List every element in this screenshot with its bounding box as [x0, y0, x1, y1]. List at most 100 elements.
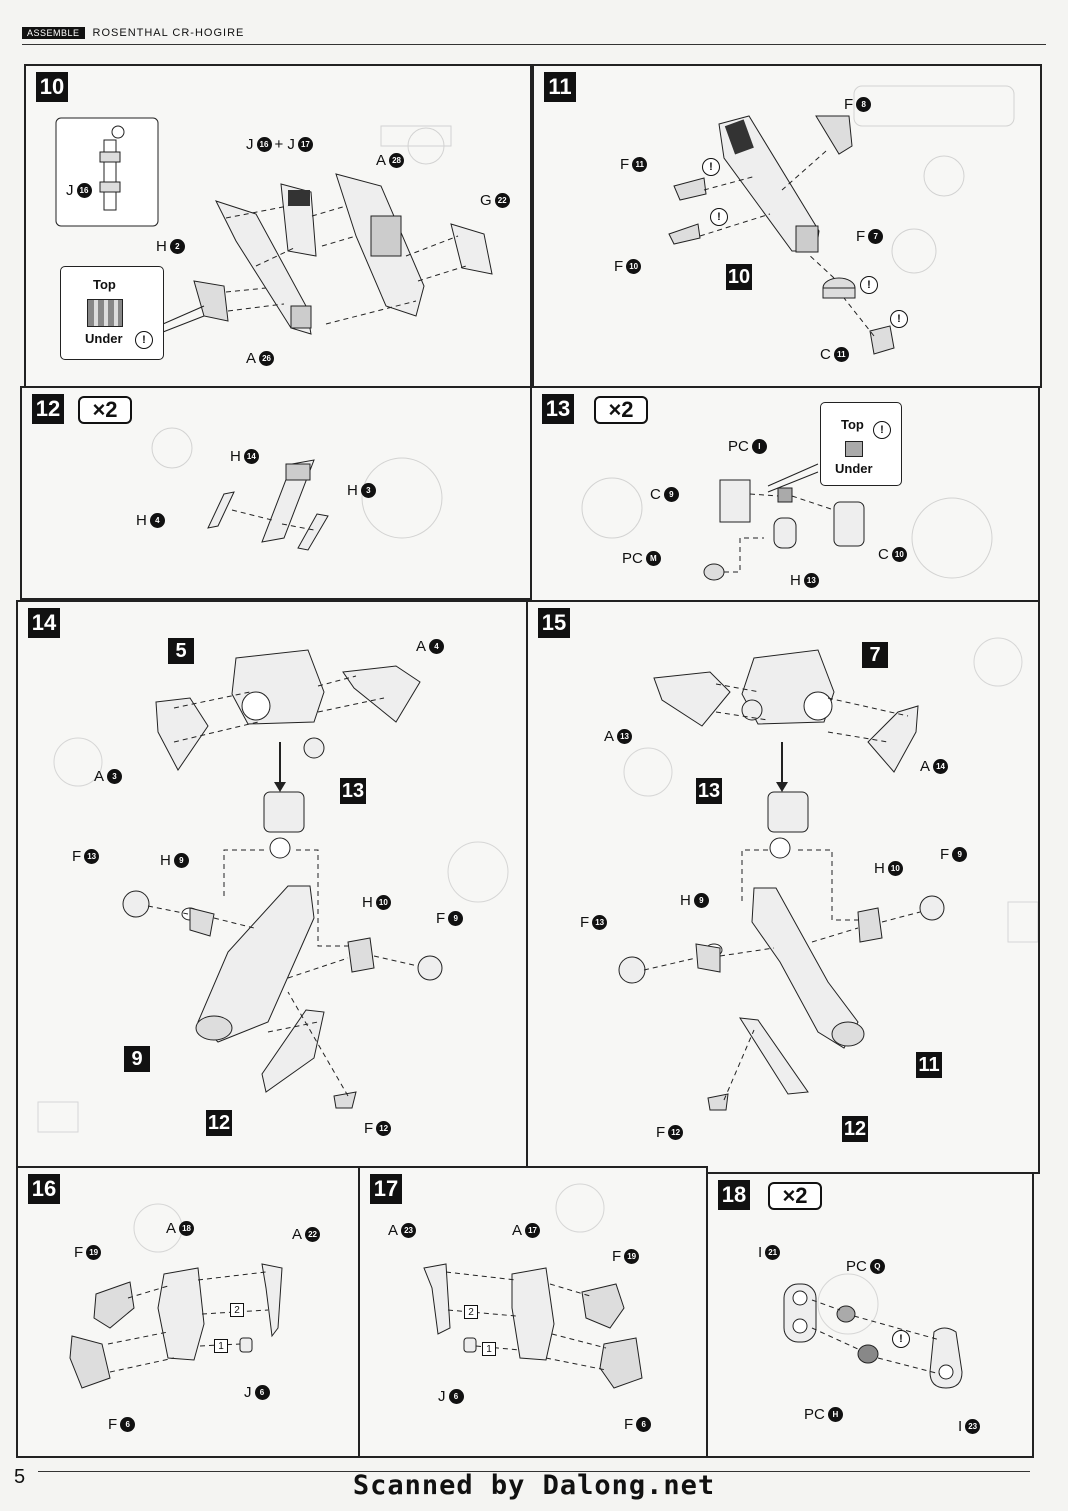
step-number: 18	[718, 1180, 750, 1210]
step-13-illustration	[581, 463, 993, 581]
caution-icon: !	[702, 158, 720, 176]
caution-icon: !	[710, 208, 728, 226]
step-number: 11	[544, 72, 576, 102]
step-number: 16	[28, 1174, 60, 1204]
assembly-ref-12: 12	[206, 1110, 232, 1136]
footer-rule	[38, 1471, 1030, 1472]
caution-icon: !	[892, 1330, 910, 1348]
header-rule	[22, 44, 1046, 45]
orientation-note: Top Under !	[820, 402, 902, 486]
step-15-illustration	[618, 637, 1038, 1111]
order-marker-1: 1	[214, 1339, 228, 1353]
caution-icon: !	[860, 276, 878, 294]
step-10-illustration	[55, 117, 493, 335]
step-number: 14	[28, 608, 60, 638]
step-11-illustration	[668, 85, 1015, 355]
assembly-ref-11: 11	[916, 1052, 942, 1078]
step-14-panel: 14	[16, 600, 528, 1168]
step-number: 10	[36, 72, 68, 102]
caution-icon: !	[890, 310, 908, 328]
step-12-illustration	[151, 427, 443, 551]
orientation-note: Top Under !	[60, 266, 164, 360]
section-tag: ASSEMBLE	[22, 27, 85, 39]
page-header: ASSEMBLE ROSENTHAL CR-HOGIRE	[22, 26, 244, 40]
caution-icon: !	[873, 421, 891, 439]
assembly-ref-12: 12	[842, 1116, 868, 1142]
kit-title: ROSENTHAL CR-HOGIRE	[92, 27, 245, 39]
step-number: 15	[538, 608, 570, 638]
step-15-panel: 15	[526, 600, 1040, 1174]
page-number: 5	[14, 1466, 26, 1488]
order-marker-1: 1	[482, 1342, 496, 1356]
assembly-ref-9: 9	[124, 1046, 150, 1072]
assembly-ref-13: 13	[340, 778, 366, 804]
quantity-badge: ×2	[594, 396, 648, 424]
step-17-illustration	[423, 1183, 643, 1389]
assembly-ref-10: 10	[726, 264, 752, 290]
scan-credit: Scanned by Dalong.net	[352, 1470, 716, 1501]
step-number: 13	[542, 394, 574, 424]
quantity-badge: ×2	[768, 1182, 822, 1210]
caution-icon: !	[135, 331, 153, 349]
step-number: 12	[32, 394, 64, 424]
assembly-ref-5: 5	[168, 638, 194, 664]
step-14-illustration	[37, 649, 509, 1133]
quantity-badge: ×2	[78, 396, 132, 424]
assembly-ref-13: 13	[696, 778, 722, 804]
step-10-panel: 10	[24, 64, 532, 388]
step-number: 17	[370, 1174, 402, 1204]
assembly-ref-7: 7	[862, 642, 888, 668]
step-18-illustration	[783, 1273, 963, 1389]
